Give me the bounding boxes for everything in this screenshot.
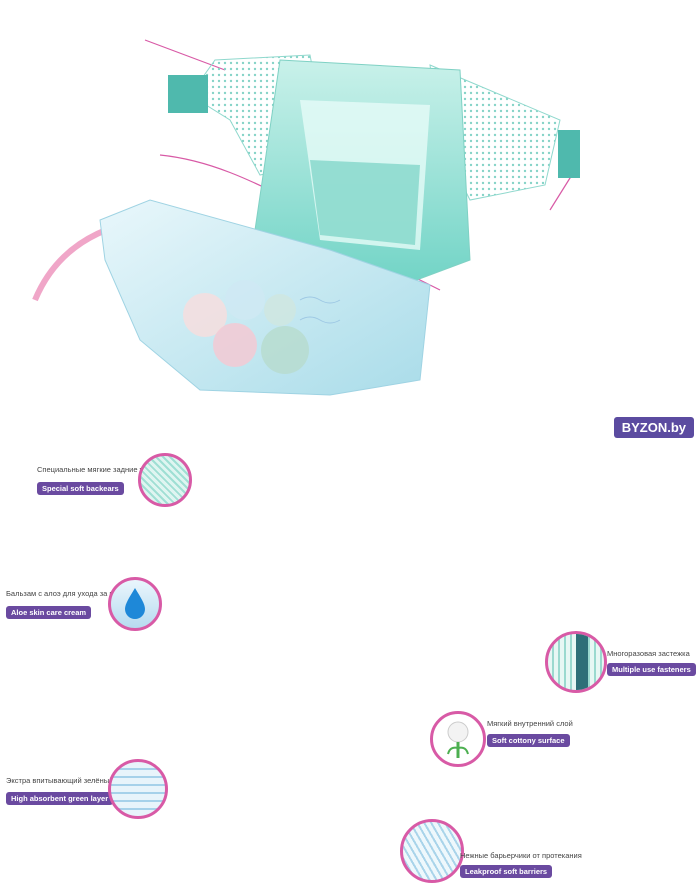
callout-ru-label: Нежные барьерчики от протекания [460, 851, 582, 860]
callout-en-badge: Special soft backears [37, 482, 124, 495]
cotton-thumbnail [430, 711, 486, 767]
drop-icon [125, 588, 145, 619]
cotton-flower-icon [447, 721, 469, 758]
backears-thumbnail [138, 453, 192, 507]
callout-en-badge: Aloe skin care cream [6, 606, 92, 619]
callout-ru-label: Многоразовая застежка [607, 649, 690, 658]
aloe-drop-thumbnail [108, 577, 162, 631]
callout-en-badge: High absorbent green layer [6, 792, 114, 805]
diaper-illustration [32, 39, 580, 396]
callout-en-badge: Leakproof soft barriers [460, 865, 553, 878]
watermark: BYZON.by [613, 417, 694, 438]
product-illustration: Специальные мягкие задние ушки Special s… [6, 39, 696, 883]
barrier-thumbnail [400, 819, 464, 883]
callout-en-badge: Soft cottony surface [487, 734, 570, 747]
fastener-tab [576, 634, 588, 690]
layers-thumbnail [108, 759, 168, 819]
callout-en-badge: Multiple use fasteners [607, 663, 696, 676]
fastener-thumbnail [545, 631, 607, 693]
callout-ru-label: Мягкий внутренний слой [487, 719, 573, 728]
